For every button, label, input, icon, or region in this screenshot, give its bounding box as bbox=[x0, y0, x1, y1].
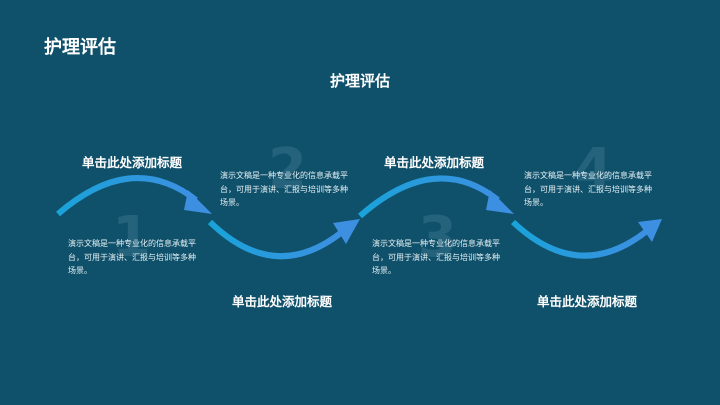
slide-title: 护理评估 bbox=[329, 72, 390, 90]
step-3-desc: 演示文稿是一种专业化的信息承载平台，可用于演讲、汇报与培训等多种场景。 bbox=[372, 239, 500, 275]
step-1-desc: 演示文稿是一种专业化的信息承载平台，可用于演讲、汇报与培训等多种场景。 bbox=[68, 239, 196, 275]
step-2-title[interactable]: 单击此处添加标题 bbox=[231, 294, 332, 309]
step-number-1: 1 bbox=[112, 205, 151, 270]
step-4-desc: 演示文稿是一种专业化的信息承载平台，可用于演讲、汇报与培训等多种场景。 bbox=[524, 171, 652, 207]
arrow-arc-1 bbox=[56, 175, 212, 217]
step-4-title[interactable]: 单击此处添加标题 bbox=[536, 294, 637, 309]
step-1-title[interactable]: 单击此处添加标题 bbox=[81, 155, 182, 170]
arrow-arc-2 bbox=[207, 219, 360, 260]
step-number-3: 3 bbox=[418, 205, 457, 270]
step-2-desc: 演示文稿是一种专业化的信息承载平台，可用于演讲、汇报与培训等多种场景。 bbox=[220, 171, 348, 207]
page-title: 护理评估 bbox=[44, 37, 116, 58]
arrow-arc-4 bbox=[510, 219, 662, 259]
step-number-4: 4 bbox=[574, 137, 613, 202]
step-3-title[interactable]: 单击此处添加标题 bbox=[383, 155, 484, 170]
arrow-arc-3 bbox=[358, 175, 514, 219]
step-number-2: 2 bbox=[268, 137, 307, 202]
